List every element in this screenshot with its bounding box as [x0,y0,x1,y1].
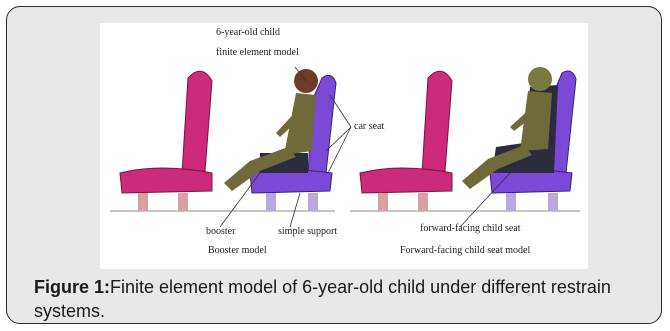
pointer-car-seat-3 [328,127,351,173]
label-booster: booster [206,226,235,237]
figure-image: 6-year-old child finite element model ca… [100,23,588,269]
label-forward-model: Forward-facing child seat model [400,245,530,256]
label-fe-model: finite element model [216,47,299,58]
pink-seat-left [120,71,212,211]
caption-text: Finite element model of 6-year-old child… [34,277,611,321]
label-child-age: 6-year-old child [216,27,280,38]
label-car-seat: car seat [354,121,384,132]
caption-label: Figure 1: [34,277,110,297]
label-simple-support: simple support [278,226,337,237]
label-forward-seat: forward-facing child seat [420,223,521,234]
label-booster-model: Booster model [208,245,267,256]
figure-caption: Figure 1:Finite element model of 6-year-… [34,275,644,323]
pink-seat-right [360,71,452,211]
pointer-simple-support [290,193,300,227]
figure-panel: 6-year-old child finite element model ca… [6,6,662,324]
